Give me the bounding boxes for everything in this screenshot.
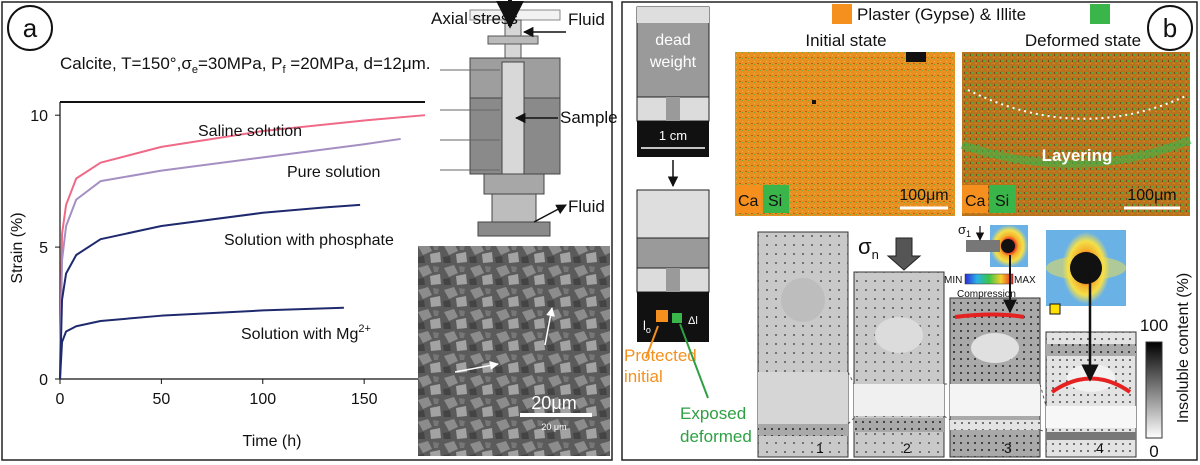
x-axis-label: Time (h) <box>243 433 302 450</box>
fluid-bottom-label: Fluid <box>568 197 605 216</box>
panel-a-badge-label: a <box>23 13 38 43</box>
fluid-bottom-arrow <box>533 204 567 223</box>
series-line-0 <box>59 114 426 380</box>
dead-weight-label-1: dead <box>655 32 691 49</box>
loaded-cell <box>636 189 710 342</box>
l0-label: lo <box>643 318 651 335</box>
panel-b-badge: b <box>1147 5 1193 51</box>
stage-label-2: 2 <box>903 440 911 456</box>
stress-inset-large <box>1046 230 1126 315</box>
x-tick-label-2: 100 <box>249 391 276 408</box>
colormap-min: MIN <box>944 275 962 286</box>
sigma-n-arrow <box>886 237 922 271</box>
sem-micrograph <box>418 246 610 456</box>
delta-l-label: Δl <box>688 315 698 327</box>
press-apparatus <box>440 9 561 237</box>
deformed-ca-label: Ca <box>965 193 986 210</box>
plaster-legend-label: Plaster (Gypse) & Illite <box>857 5 1026 24</box>
stage-label-4: 4 <box>1096 440 1104 456</box>
dead-weight-label-2: weight <box>649 54 697 71</box>
sigma1-label: σ1 <box>958 222 971 239</box>
insoluble-bar-max: 100 <box>1140 316 1168 335</box>
sem-scale-label: 20μm <box>531 393 576 413</box>
panel-b-badge-label: b <box>1163 13 1177 43</box>
initial-scale-label: 100μm <box>899 187 948 204</box>
initial-ca-label: Ca <box>738 193 759 210</box>
plaster-legend-swatch <box>832 4 852 24</box>
exposed-label-2: deformed <box>680 427 752 446</box>
protected-label-2: initial <box>624 367 663 386</box>
initial-state-map <box>735 52 955 216</box>
series-line-3 <box>59 306 344 380</box>
x-tick-label-0: 0 <box>56 391 65 408</box>
y-tick-label-0: 0 <box>39 372 48 389</box>
panel-a-badge: a <box>7 5 53 51</box>
strain-chart: 0 50 100 150 0 5 10 Strain (%) Time (h) Saline… <box>9 101 426 450</box>
deformed-scale-label: 100μm <box>1127 187 1176 204</box>
series-label-saline: Saline solution <box>198 123 302 140</box>
axial-stress-label: Axial stress <box>431 9 518 28</box>
x-tick-label-3: 150 <box>351 391 378 408</box>
fluid-top-label: Fluid <box>568 10 605 29</box>
stage-label-1: 1 <box>816 440 824 456</box>
sigma-n-label: σn <box>858 234 879 262</box>
illite-legend-swatch <box>1090 4 1110 24</box>
panel-a-frame <box>1 1 613 461</box>
series-label-phosphate: Solution with phosphate <box>224 232 394 249</box>
initial-si-label: Si <box>768 193 782 210</box>
exposed-label-1: Exposed <box>680 404 746 423</box>
exposed-arrow <box>679 323 709 399</box>
stage-connector-lines <box>847 371 1047 433</box>
protected-arrow <box>645 325 659 359</box>
model-stage-3 <box>949 297 1041 458</box>
colormap-max: MAX <box>1014 275 1036 286</box>
protected-label-1: Protected <box>624 346 697 365</box>
insoluble-colorbar <box>1145 341 1163 439</box>
stage-label-3: 3 <box>1004 440 1012 456</box>
x-tick-label-1: 50 <box>152 391 170 408</box>
y-tick-label-1: 5 <box>39 240 48 257</box>
panel-b-frame <box>621 1 1198 461</box>
model-stage-1 <box>757 231 849 458</box>
deformed-state-title: Deformed state <box>1025 31 1141 50</box>
initial-state-title: Initial state <box>805 31 886 50</box>
insoluble-bar-min: 0 <box>1149 442 1158 461</box>
model-stage-2 <box>853 271 945 458</box>
series-line-1 <box>59 137 401 380</box>
scale-label: 1 cm <box>659 128 687 143</box>
experiment-conditions: Calcite, T=150°,σe=30MPa, Pf =20MPa, d=1… <box>60 54 431 76</box>
stress-inset-small <box>966 225 1028 267</box>
series-label-mg: Solution with Mg2+ <box>241 323 371 343</box>
compression-label: Compression <box>957 289 1016 300</box>
y-axis-label: Strain (%) <box>9 212 26 283</box>
layering-label: Layering <box>1042 146 1113 165</box>
sem-scale-small: 20 μm <box>541 422 566 432</box>
y-tick-label-2: 10 <box>30 108 48 125</box>
series-label-pure: Pure solution <box>287 164 380 181</box>
colormap-bar <box>964 273 1014 285</box>
sample-label: Sample <box>560 108 618 127</box>
insoluble-bar-title: Insoluble content (%) <box>1175 273 1192 423</box>
series-line-2 <box>59 203 361 380</box>
deformed-state-map <box>960 52 1192 216</box>
deformed-si-label: Si <box>995 193 1009 210</box>
dead-weight-cell <box>636 6 710 157</box>
